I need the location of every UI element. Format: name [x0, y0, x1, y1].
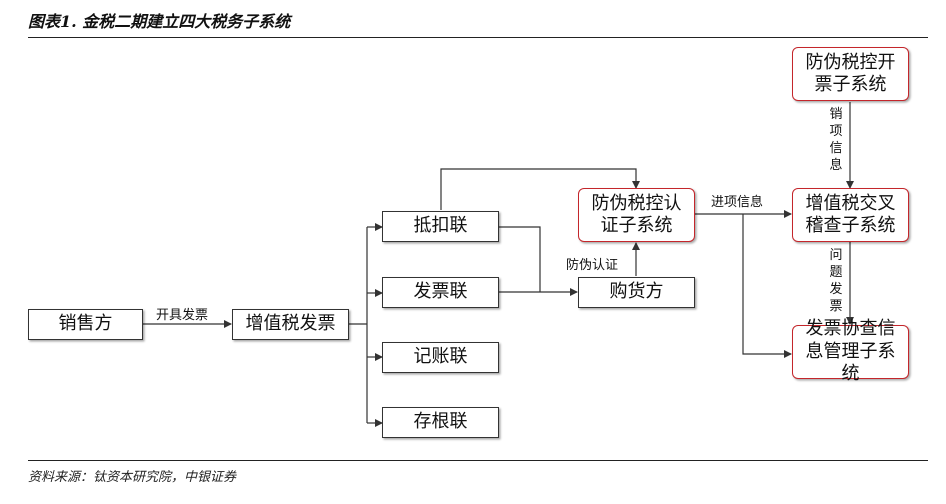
edge-verify-to-audit [742, 214, 792, 358]
node-stub-copy: 存根联 [382, 407, 499, 438]
figure-title: 图表1. 金税二期建立四大税务子系统 [28, 12, 291, 31]
source-note: 资料来源：钛资本研究院，中银证券 [28, 470, 237, 485]
node-invoice-copy: 发票联 [382, 277, 499, 308]
top-rule [28, 37, 928, 38]
node-buyer: 购货方 [578, 277, 695, 308]
node-vat-invoice: 增值税发票 [232, 309, 349, 340]
edge-label-anti-fraud-auth: 防伪认证 [566, 258, 619, 273]
node-bookkeeping-copy: 记账联 [382, 342, 499, 373]
edge-label-sales-info: 销项信息 [829, 107, 843, 173]
node-deduction-copy: 抵扣联 [382, 211, 499, 242]
edge-deduction-to-verify [440, 168, 640, 210]
edge-deduction-to-buyer [499, 226, 541, 292]
node-vat-crosscheck: 增值税交叉稽查子系统 [792, 188, 909, 242]
node-anti-fraud-verify: 防伪税控认证子系统 [578, 188, 695, 242]
edge-label-problem-invoice: 问题发票 [829, 248, 843, 314]
node-anti-fraud-issue: 防伪税控开票子系统 [792, 47, 909, 101]
edge-label-input-info: 进项信息 [711, 195, 764, 210]
bottom-rule [28, 460, 928, 461]
node-invoice-audit: 发票协查信息管理子系统 [792, 318, 909, 384]
edge-label-issue-invoice: 开具发票 [156, 308, 209, 323]
node-seller: 销售方 [28, 309, 143, 340]
